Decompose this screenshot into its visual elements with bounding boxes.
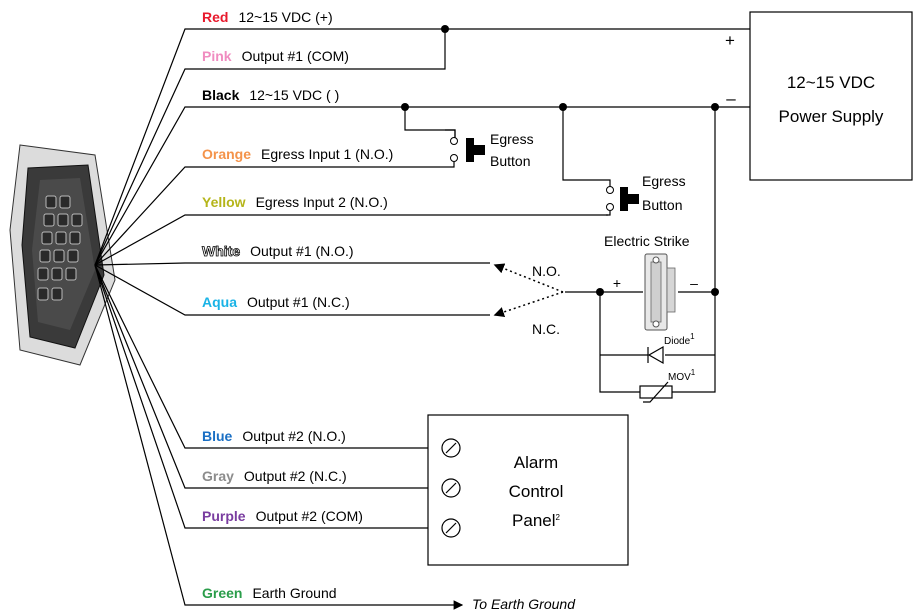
power-bus xyxy=(404,28,750,292)
relay-nc-label: N.C. xyxy=(532,321,560,337)
egress-button-1-line1: Egress xyxy=(490,131,534,147)
egress-button-2: Egress Button xyxy=(606,173,686,216)
power-supply-line1: 12~15 VDC xyxy=(787,73,875,92)
power-supply-plus: + xyxy=(725,31,735,50)
terminal-screws xyxy=(441,438,461,538)
egress-button-2-line2: Button xyxy=(642,197,682,213)
egress-button-1-line2: Button xyxy=(490,153,530,169)
alarm-panel-line2: Control xyxy=(509,482,564,501)
egress-button-1: Egress Button xyxy=(440,129,534,169)
alarm-panel-line3: Panel2 xyxy=(512,511,560,530)
electric-strike-minus: – xyxy=(690,275,698,291)
relay-contacts: N.O. N.C. xyxy=(493,263,600,337)
alarm-control-panel: Alarm Control Panel2 xyxy=(427,414,629,566)
alarm-panel-line1: Alarm xyxy=(514,453,558,472)
relay-no-label: N.O. xyxy=(532,263,561,279)
wire-fanout xyxy=(94,28,750,610)
power-supply-line2: Power Supply xyxy=(779,107,884,126)
protection-components: Diode1 MOV1 xyxy=(599,292,716,403)
egress-button-2-line1: Egress xyxy=(642,173,686,189)
mov-symbol xyxy=(639,381,673,403)
earth-ground-label: To Earth Ground xyxy=(472,596,576,612)
power-supply: 12~15 VDC Power Supply + – xyxy=(725,11,913,181)
electric-strike-label: Electric Strike xyxy=(604,233,690,249)
diode-label: Diode1 xyxy=(664,332,695,347)
electric-strike-plus: + xyxy=(613,275,621,291)
diode-symbol xyxy=(647,345,664,365)
electric-strike: Electric Strike + – xyxy=(600,233,715,331)
keypad-reader xyxy=(9,144,116,366)
power-supply-minus: – xyxy=(726,89,736,108)
junction-dots xyxy=(401,25,719,296)
mov-label: MOV1 xyxy=(668,368,696,383)
